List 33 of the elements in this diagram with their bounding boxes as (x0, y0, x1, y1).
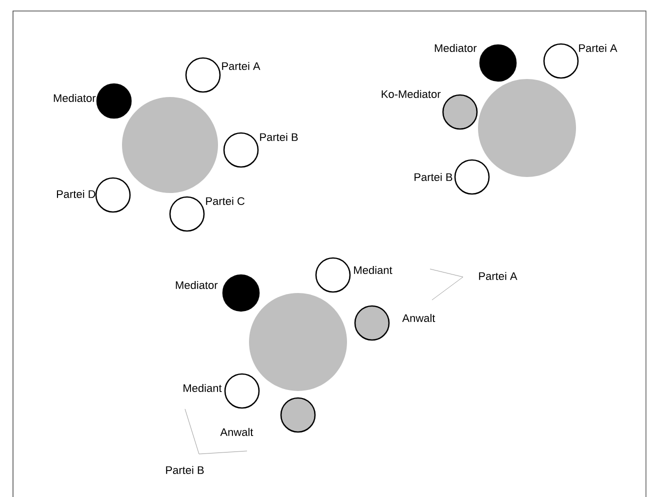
person-circle (543, 43, 579, 79)
person-label: Anwalt (220, 428, 254, 436)
person-label: Mediator (176, 280, 218, 290)
person-label: Mediant (354, 266, 392, 274)
person-circle (169, 196, 205, 232)
person-circle (185, 57, 221, 93)
person-circle (95, 177, 131, 213)
person-label: Partei D (56, 190, 96, 198)
person-label: Mediator (54, 94, 96, 102)
person-circle (223, 132, 259, 168)
person-label: Partei B (260, 132, 298, 142)
person-circle (442, 94, 478, 130)
person-label: Mediator (434, 44, 477, 52)
person-label: Partei A (579, 44, 618, 52)
group-label: Partei B (166, 466, 204, 474)
person-circle (454, 159, 490, 195)
person-circle (224, 373, 260, 409)
person-circle (315, 257, 351, 293)
table-circle (478, 79, 576, 177)
person-circle (222, 274, 260, 312)
person-circle (96, 83, 132, 119)
table-circle (122, 97, 218, 193)
table-circle (249, 292, 347, 391)
person-label: Partei C (206, 196, 244, 206)
person-circle (354, 305, 390, 341)
person-label: Anwalt (402, 314, 436, 322)
person-circle (479, 44, 517, 82)
group-label: Partei A (479, 272, 518, 280)
person-label: Partei A (222, 62, 260, 70)
person-circle (280, 397, 316, 433)
person-label: Partei B (414, 172, 452, 182)
person-label: Mediant (184, 384, 222, 392)
person-label: Ko-Mediator (382, 90, 441, 98)
